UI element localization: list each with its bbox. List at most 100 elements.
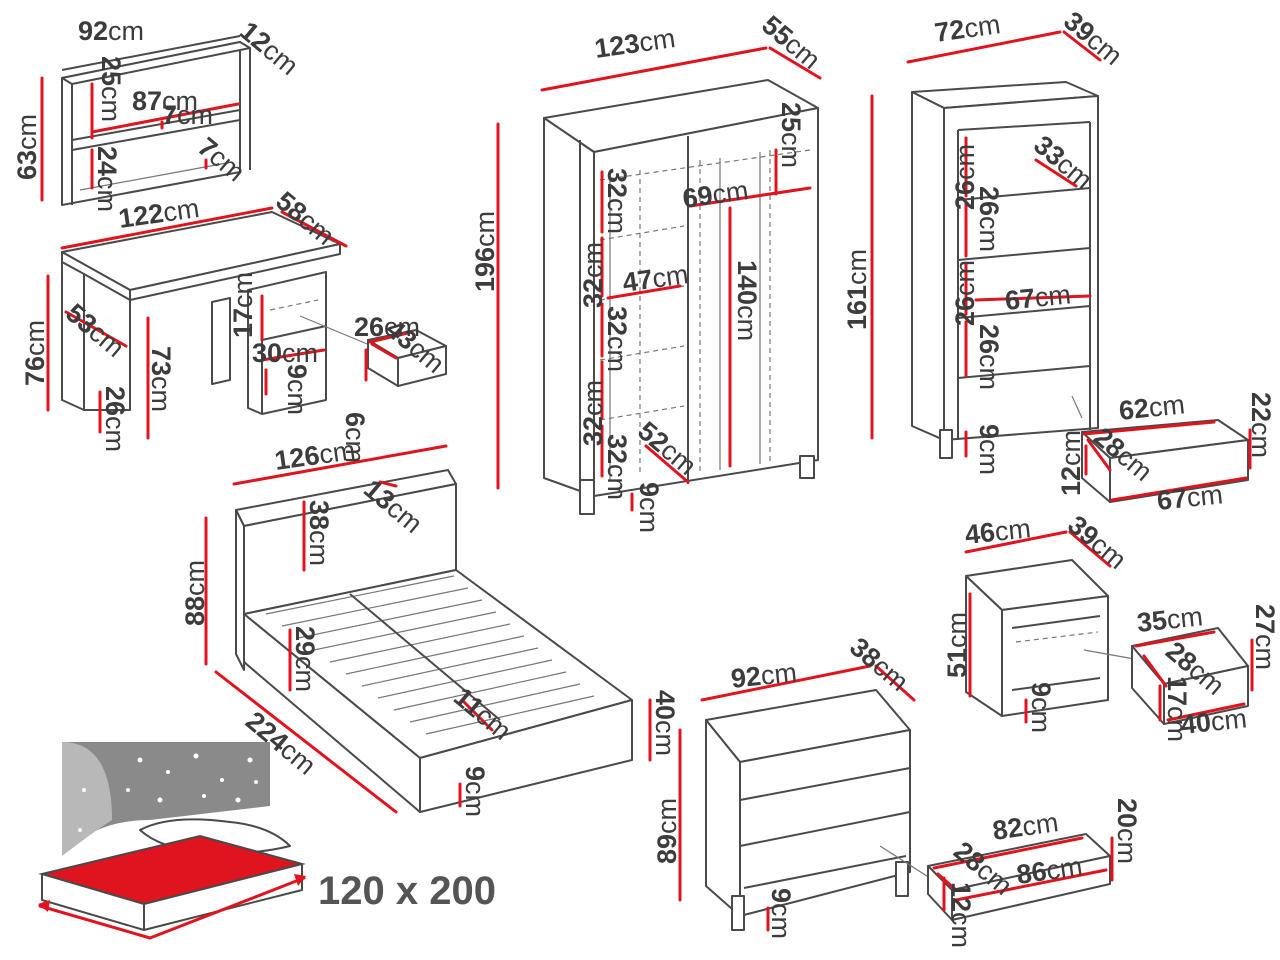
dimension-label-chest-drawer-front: 86cm: [1015, 851, 1085, 890]
dimension-value: 9: [282, 364, 312, 379]
dimension-unit: cm: [1246, 422, 1276, 458]
dimension-value: 123: [593, 28, 642, 64]
dimension-value: 26: [974, 186, 1004, 216]
dimension-label-wardrobe-width: 123cm: [593, 23, 677, 64]
dimension-unit: cm: [1209, 703, 1248, 737]
dimension-value: 89: [652, 834, 682, 864]
dimension-value: 26: [950, 296, 980, 326]
dimension-unit: cm: [161, 193, 201, 228]
dimension-unit: cm: [1185, 479, 1224, 513]
dimension-label-desk-drawer-gap: 17cm: [228, 272, 258, 338]
dimension-label-bookcase-drawer-front: 67cm: [1155, 479, 1224, 516]
dimension-value: 26: [354, 312, 384, 342]
dimension-label-night-drawer-h: 27cm: [1250, 604, 1280, 670]
dimension-value: 69: [681, 180, 715, 214]
dimension-value: 35: [1135, 605, 1168, 638]
dimension-value: 32: [578, 416, 608, 446]
dimension-label-shelf-inner-width: 87cm: [132, 86, 198, 116]
dimension-unit: cm: [282, 379, 312, 415]
dimension-label-chest-drawer-side: 12cm: [946, 882, 976, 948]
wall-shelf: [40, 35, 251, 206]
dimension-value: 40: [1179, 707, 1212, 740]
dimension-unit: cm: [578, 242, 608, 278]
dimension-label-night-drawer-front: 40cm: [1179, 703, 1248, 740]
dimension-unit: cm: [1165, 601, 1204, 635]
dimension-unit: cm: [602, 336, 632, 372]
dimension-value: 9: [1026, 682, 1056, 697]
dimension-value: 38: [304, 500, 334, 530]
dimension-value: 63: [12, 150, 42, 180]
dimension-label-wardrobe-shelf-1: 32cm: [602, 168, 632, 234]
dimension-label-desk-plinth: 9cm: [282, 364, 312, 415]
dimension-unit: cm: [650, 720, 680, 756]
dimension-unit: cm: [776, 132, 806, 168]
dimension-unit: cm: [96, 86, 126, 122]
dimension-label-desk-leg: 26cm: [100, 386, 130, 452]
dimension-unit: cm: [602, 198, 632, 234]
dimension-unit: cm: [340, 427, 370, 463]
dimension-unit: cm: [20, 320, 50, 356]
dimension-unit: cm: [317, 435, 357, 470]
dimension-value: 32: [602, 434, 632, 464]
dimension-unit: cm: [146, 376, 176, 412]
dimension-label-chest-drawer-h: 20cm: [1112, 798, 1142, 864]
dimension-label-shelf-height: 63cm: [12, 114, 42, 180]
dimension-label-bookcase-s2: 26cm: [974, 186, 1004, 252]
dimension-label-bed-foot: 40cm: [650, 690, 680, 756]
dimension-label-wardrobe-shelf-5: 32cm: [602, 434, 632, 500]
wardrobe: [496, 46, 822, 515]
dimension-label-chest-width: 92cm: [729, 657, 798, 694]
mattress-size-caption: 120 x 200: [318, 869, 496, 913]
dimension-unit: cm: [637, 23, 677, 58]
dimension-unit: cm: [710, 175, 750, 210]
dimension-value: 24: [92, 146, 122, 176]
dimension-unit: cm: [650, 259, 690, 294]
dimension-value: 122: [117, 198, 166, 234]
dimension-value: 12: [1056, 466, 1086, 496]
dimension-unit: cm: [384, 312, 420, 342]
dimension-label-wardrobe-hang: 140cm: [732, 260, 762, 341]
dimension-unit: cm: [108, 16, 144, 46]
dimension-label-chest-drawer-w: 82cm: [991, 807, 1061, 846]
dimension-value: 17: [1162, 676, 1192, 706]
dimension-label-wardrobe-height: 196cm: [470, 211, 500, 292]
dimension-label-bookcase-s4: 26cm: [974, 324, 1004, 390]
dimension-value: 196: [470, 247, 500, 292]
dimension-value: 9: [634, 482, 664, 497]
dimension-value: 32: [602, 168, 632, 198]
dimension-value: 88: [180, 596, 210, 626]
dimension-label-wardrobe-shelf-w: 47cm: [621, 259, 691, 298]
dimension-unit: cm: [1020, 807, 1060, 842]
dimension-label-chest-height: 89cm: [652, 798, 682, 864]
dimension-value: 32: [578, 278, 608, 308]
dimension-label-bed-head-height: 88cm: [180, 560, 210, 626]
dimension-unit: cm: [766, 903, 796, 939]
dimension-value: 22: [1246, 392, 1276, 422]
dimension-label-bookcase-s3: 26cm: [950, 260, 980, 326]
dimension-unit: cm: [1056, 430, 1086, 466]
dimension-value: 62: [1117, 393, 1150, 426]
dimension-label-bookcase-plinth: 9cm: [974, 424, 1004, 475]
dimension-label-night-plinth: 9cm: [1026, 682, 1056, 733]
dimension-unit: cm: [962, 9, 1002, 44]
dimension-unit: cm: [602, 464, 632, 500]
dimension-unit: cm: [942, 612, 972, 648]
dimension-label-chest-depth: 38cm: [844, 632, 914, 697]
dimension-label-desk-knee-height: 73cm: [146, 346, 176, 412]
dimension-value: 26: [974, 324, 1004, 354]
dimension-unit: cm: [180, 560, 210, 596]
bed-slats: [265, 575, 595, 735]
dimension-value: 25: [96, 56, 126, 86]
dimension-label-bookcase-inner: 67cm: [1003, 279, 1072, 316]
dimension-label-desk-drawer-h: 6cm: [340, 412, 370, 463]
dimension-unit: cm: [759, 657, 798, 691]
dimension-unit: cm: [100, 416, 130, 452]
dimension-value: 17: [228, 308, 258, 338]
dimension-unit: cm: [732, 305, 762, 341]
dimension-unit: cm: [842, 249, 872, 285]
dimension-label-bookcase-drawer-side: 12cm: [1056, 430, 1086, 496]
dimension-unit: cm: [578, 380, 608, 416]
dimension-value: 7: [162, 100, 177, 130]
mattress-icon: [38, 742, 306, 940]
dimension-value: 9: [766, 888, 796, 903]
